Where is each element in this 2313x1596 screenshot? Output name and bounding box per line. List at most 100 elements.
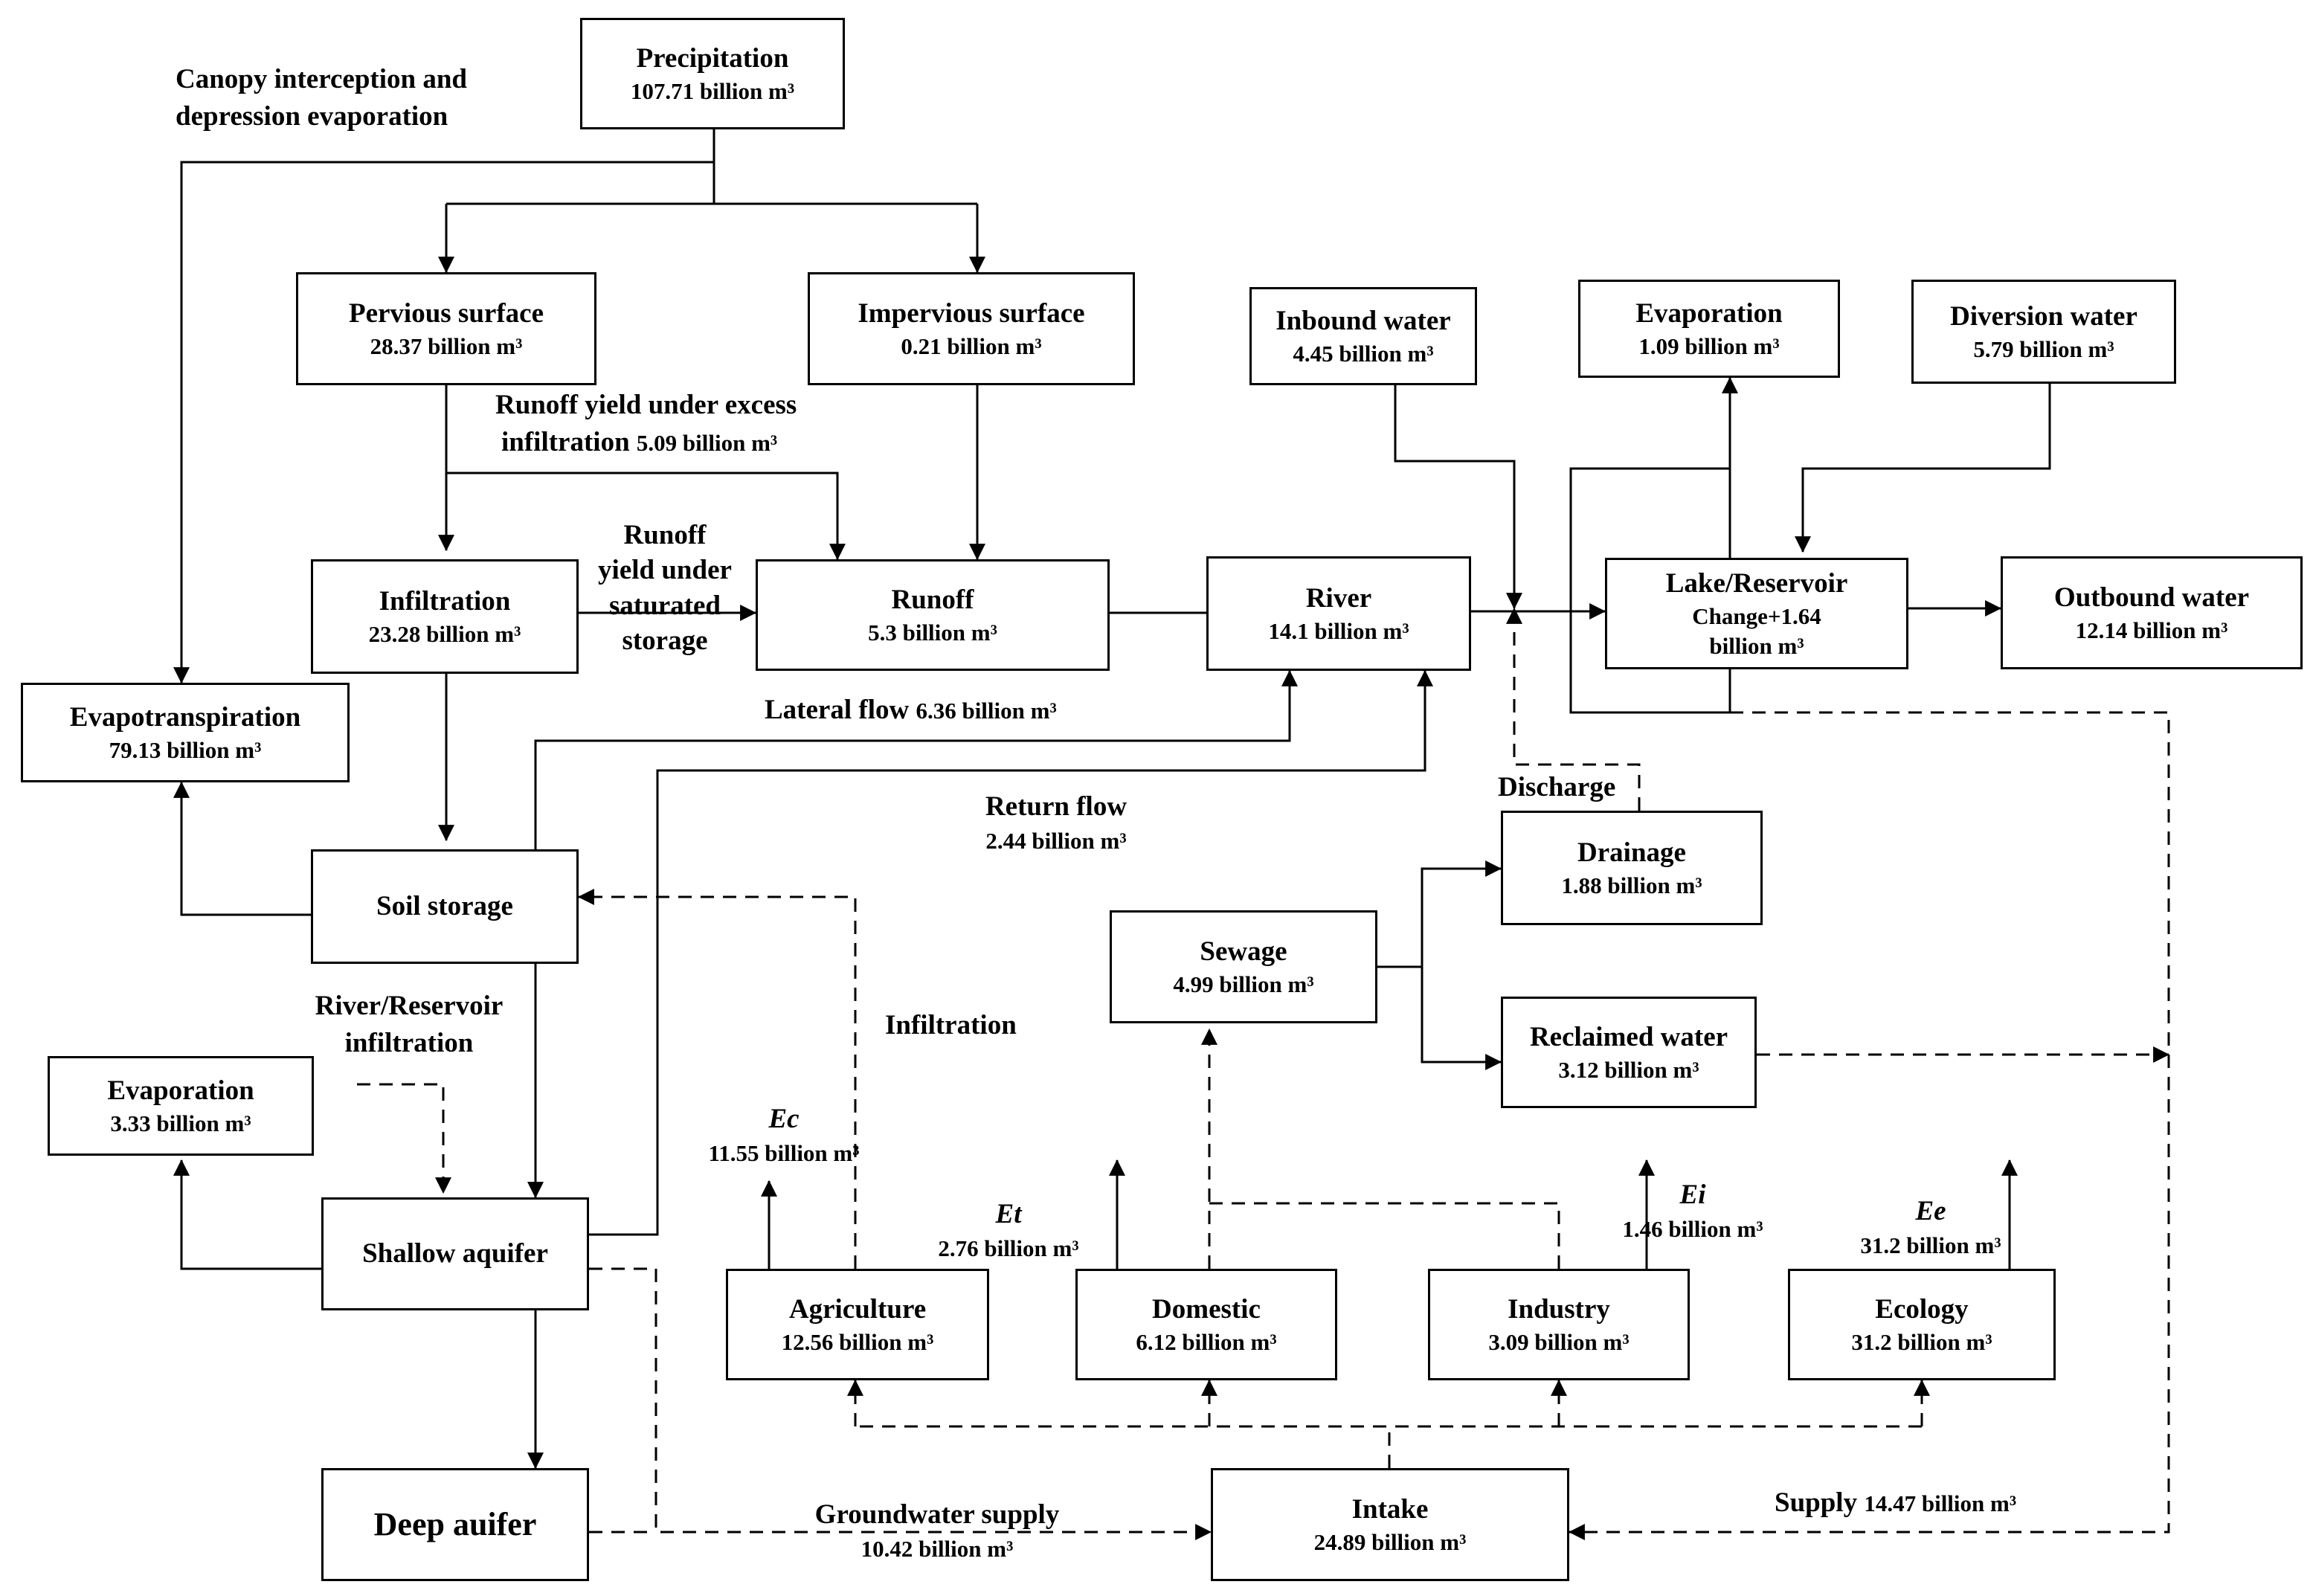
node-diversion-water: Diversion water 5.79 billion m³ — [1911, 280, 2176, 384]
label-runoff-saturated-storage: Runoff yield under saturated storage — [583, 518, 747, 658]
node-inbound-title: Inbound water — [1275, 305, 1451, 336]
node-runoff-title: Runoff — [891, 584, 974, 615]
label-infiltration: Infiltration — [885, 1010, 1017, 1040]
node-domestic: Domestic 6.12 billion m³ — [1075, 1269, 1337, 1380]
node-deep-aquifer: Deep auifer — [321, 1468, 589, 1581]
node-evapotranspiration: Evapotranspiration 79.13 billion m³ — [21, 683, 350, 782]
label-return-flow: Return flow 2.44 billion m³ — [937, 788, 1175, 857]
label-ei-symbol: Ei — [1679, 1180, 1706, 1210]
node-sewage: Sewage 4.99 billion m³ — [1110, 910, 1377, 1023]
label-lateral-flow-value: 6.36 billion m³ — [916, 698, 1057, 724]
edge-shallow-evaporation — [173, 1159, 321, 1270]
node-river-value: 14.1 billion m³ — [1268, 617, 1409, 644]
node-pervious-title: Pervious surface — [348, 297, 544, 329]
label-discharge: Discharge — [1498, 772, 1616, 802]
node-lake-change: Change+1.64 — [1692, 602, 1821, 629]
label-return-flow-text: Return flow — [985, 791, 1127, 822]
node-drainage-title: Drainage — [1577, 837, 1686, 868]
label-ee-value: 31.2 billion m³ — [1860, 1232, 2001, 1258]
node-sewage-title: Sewage — [1200, 936, 1287, 967]
label-canopy-line1: Canopy interception and — [176, 64, 467, 94]
node-river: River 14.1 billion m³ — [1206, 556, 1471, 671]
label-lateral-flow: Lateral flow 6.36 billion m³ — [765, 692, 1057, 729]
node-outbound-value: 12.14 billion m³ — [2075, 617, 2228, 643]
node-pervious-value: 28.37 billion m³ — [370, 332, 523, 359]
node-soil-storage: Soil storage — [311, 849, 579, 964]
node-sewage-value: 4.99 billion m³ — [1173, 971, 1314, 997]
label-ei: Ei 1.46 billion m³ — [1581, 1177, 1804, 1245]
node-drainage: Drainage 1.88 billion m³ — [1501, 811, 1763, 925]
node-agriculture-value: 12.56 billion m³ — [781, 1328, 934, 1355]
node-precipitation-value: 107.71 billion m³ — [630, 77, 795, 104]
node-lake-evaporation-title: Evaporation — [1635, 297, 1783, 329]
node-outbound-title: Outbound water — [2053, 582, 2250, 613]
label-runoff-saturated-line1: Runoff — [623, 520, 707, 550]
node-industry-title: Industry — [1508, 1293, 1610, 1325]
node-precipitation: Precipitation 107.71 billion m³ — [580, 18, 845, 129]
label-runoff-excess-line2a: infiltration — [501, 426, 630, 457]
node-runoff: Runoff 5.3 billion m³ — [756, 559, 1110, 671]
label-runoff-saturated-line3: saturated — [608, 590, 721, 621]
node-outbound-water: Outbound water 12.14 billion m³ — [2001, 556, 2303, 669]
node-drainage-value: 1.88 billion m³ — [1561, 872, 1702, 898]
node-agriculture-title: Agriculture — [788, 1293, 927, 1325]
node-industry-value: 3.09 billion m³ — [1488, 1328, 1630, 1355]
node-reclaimed-title: Reclaimed water — [1529, 1021, 1728, 1052]
node-infiltration: Infiltration 23.28 billion m³ — [311, 559, 579, 674]
node-groundwater-evaporation-title: Evaporation — [107, 1075, 254, 1106]
node-lake-evaporation: Evaporation 1.09 billion m³ — [1578, 280, 1840, 378]
node-intake: Intake 24.89 billion m³ — [1211, 1468, 1569, 1581]
edge-supply-intake — [1568, 711, 2170, 1540]
node-impervious-title: Impervious surface — [858, 297, 1085, 329]
label-return-flow-value: 2.44 billion m³ — [985, 827, 1127, 854]
node-groundwater-evaporation-value: 3.33 billion m³ — [110, 1110, 251, 1136]
label-ec: Ec 11.55 billion m³ — [672, 1101, 895, 1169]
edge-sewage-drainage — [1421, 860, 1502, 1062]
node-reclaimed-water: Reclaimed water 3.12 billion m³ — [1501, 997, 1757, 1108]
edge-river-res-infiltration — [357, 1083, 451, 1194]
label-ec-symbol: Ec — [768, 1104, 800, 1134]
label-supply-value: 14.47 billion m³ — [1864, 1490, 2017, 1516]
node-ecology-value: 31.2 billion m³ — [1851, 1328, 1992, 1355]
node-ecology-title: Ecology — [1875, 1293, 1969, 1325]
edge-agriculture-soil — [577, 889, 857, 1269]
edge-intake-sectors — [855, 1425, 1922, 1468]
edge-lateral-flow — [534, 669, 1298, 849]
node-diversion-title: Diversion water — [1950, 300, 2137, 332]
node-lake-title: Lake/Reservoir — [1665, 567, 1848, 599]
node-evapotranspiration-title: Evapotranspiration — [69, 701, 301, 733]
edge-industry-sewage — [1209, 1202, 1560, 1269]
edge-shallow-intake — [589, 1267, 1212, 1540]
node-ecology: Ecology 31.2 billion m³ — [1788, 1269, 2056, 1380]
node-inbound-water: Inbound water 4.45 billion m³ — [1249, 287, 1477, 385]
edge-drainage-discharge — [1506, 607, 1641, 811]
label-et-value: 2.76 billion m³ — [938, 1235, 1079, 1261]
label-river-reservoir-infiltration: River/Reservoir infiltration — [297, 988, 521, 1062]
node-intake-value: 24.89 billion m³ — [1313, 1528, 1467, 1555]
node-agriculture: Agriculture 12.56 billion m³ — [726, 1269, 989, 1380]
node-precipitation-title: Precipitation — [636, 42, 789, 74]
node-impervious-value: 0.21 billion m³ — [901, 332, 1042, 359]
node-industry: Industry 3.09 billion m³ — [1428, 1269, 1690, 1380]
label-runoff-excess-infiltration: Runoff yield under excess infiltration 5… — [495, 387, 797, 461]
label-groundwater-supply-value: 10.42 billion m³ — [860, 1535, 1014, 1562]
node-impervious-surface: Impervious surface 0.21 billion m³ — [808, 272, 1135, 385]
label-runoff-excess-value: 5.09 billion m³ — [636, 429, 778, 456]
node-inbound-value: 4.45 billion m³ — [1293, 340, 1434, 367]
node-soil-title: Soil storage — [376, 890, 513, 921]
node-infiltration-title: Infiltration — [379, 585, 511, 617]
label-runoff-excess-line1: Runoff yield under excess — [495, 390, 797, 420]
node-domestic-value: 6.12 billion m³ — [1136, 1328, 1277, 1355]
edge-inbound-river — [1394, 385, 1522, 610]
node-groundwater-evaporation: Evaporation 3.33 billion m³ — [48, 1056, 314, 1156]
node-river-title: River — [1305, 582, 1372, 614]
label-ee-symbol: Ee — [1915, 1196, 1946, 1226]
label-runoff-saturated-line4: storage — [622, 625, 708, 657]
edge-precip-canopy — [173, 161, 714, 684]
label-lateral-flow-text: Lateral flow — [765, 695, 910, 725]
node-lake-reservoir: Lake/Reservoir Change+1.64 billion m³ — [1605, 558, 1908, 669]
node-infiltration-value: 23.28 billion m³ — [368, 620, 521, 647]
label-groundwater-supply: Groundwater supply 10.42 billion m³ — [803, 1496, 1071, 1565]
edge-soil-evapotranspiration — [173, 781, 311, 916]
